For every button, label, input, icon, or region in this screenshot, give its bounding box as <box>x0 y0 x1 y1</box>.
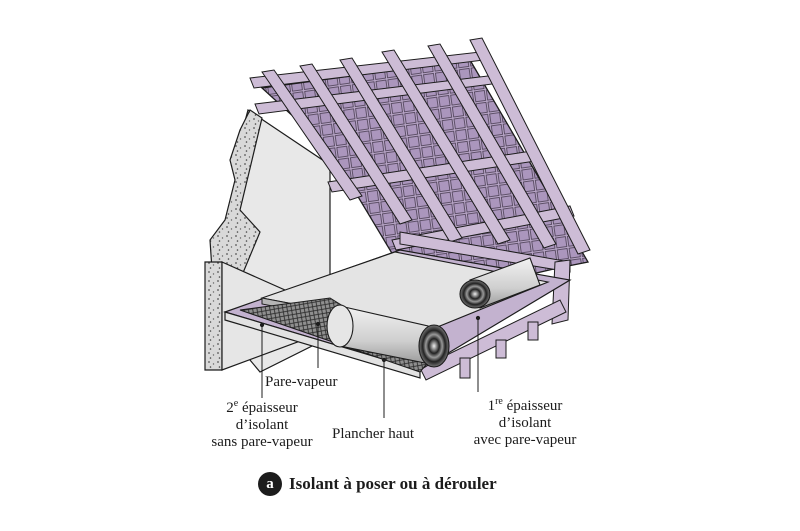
label-second-layer: 2e épaisseur d’isolant sans pare-vapeur <box>192 398 332 451</box>
label-first-layer-line3: avec pare-vapeur <box>473 432 577 448</box>
label-plancher-haut: Plancher haut <box>332 426 415 442</box>
insulation-roll-front <box>326 304 450 368</box>
label-first-layer-line2: d’isolant <box>498 415 552 431</box>
label-second-layer-line2: d’isolant <box>235 417 289 433</box>
caption-badge: a <box>258 472 282 496</box>
roof-rafters <box>261 37 591 255</box>
leader-lines <box>259 315 481 418</box>
label-first-layer-line1: 1re épaisseur <box>487 396 563 415</box>
label-pare-vapeur: Pare-vapeur <box>265 374 338 390</box>
label-first-layer: 1re épaisseur d’isolant avec pare-vapeur <box>455 396 595 449</box>
figure-caption: a Isolant à poser ou à dérouler <box>258 471 497 497</box>
caption-text: Isolant à poser ou à dérouler <box>289 474 497 493</box>
insulation-roll-back <box>459 257 541 309</box>
label-second-layer-line3: sans pare-vapeur <box>211 434 313 450</box>
label-second-layer-line1: 2e épaisseur <box>226 398 298 417</box>
